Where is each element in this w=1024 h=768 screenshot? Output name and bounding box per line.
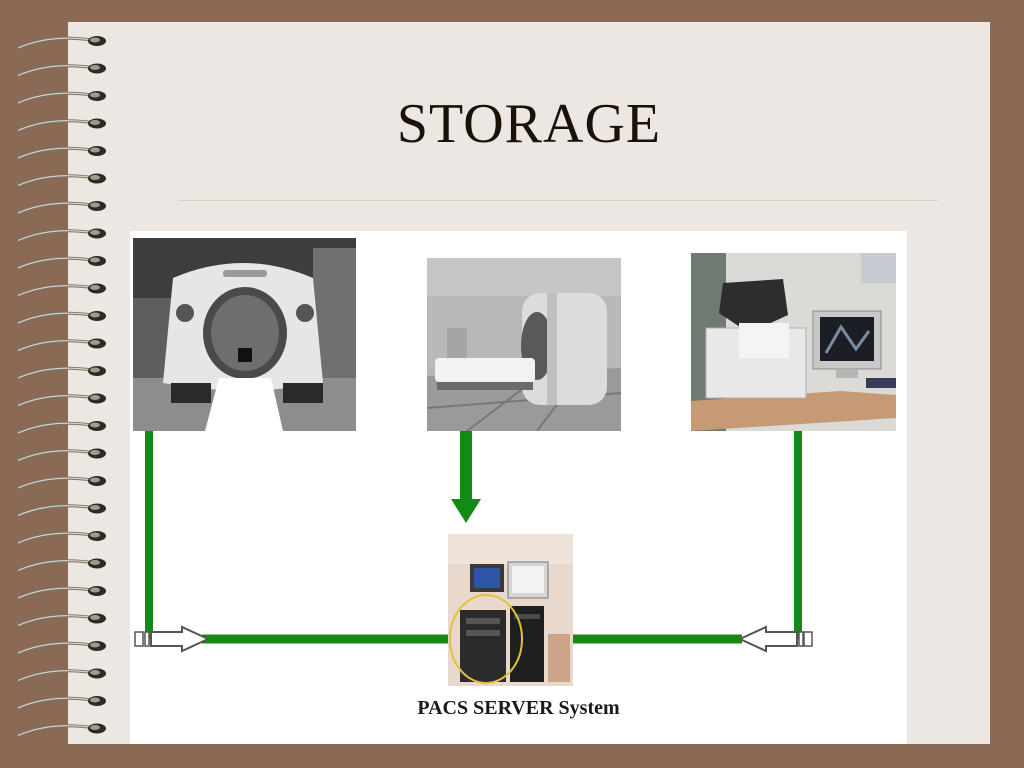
binding-ring	[17, 311, 93, 325]
binding-ring	[17, 421, 93, 435]
binding-ring	[17, 339, 93, 352]
printer-workstation-photo	[691, 253, 896, 431]
binding-ring	[17, 366, 93, 380]
ct-scanner-photo	[133, 238, 356, 431]
binding-ring	[17, 119, 93, 132]
binding-ring	[17, 696, 93, 710]
spiral-binding	[17, 36, 106, 737]
pacs-caption: PACS SERVER System	[417, 697, 620, 719]
title-divider	[178, 200, 938, 201]
binding-ring	[17, 91, 93, 105]
binding-ring	[17, 284, 93, 297]
left-arrow-icon	[737, 625, 813, 653]
binding-ring	[17, 504, 93, 517]
binding-ring	[17, 449, 93, 462]
binding-ring	[17, 724, 93, 737]
mri-scanner-photo	[427, 258, 621, 431]
right-arrow-icon	[134, 625, 211, 653]
binding-ring	[17, 641, 93, 655]
binding-ring	[17, 174, 93, 187]
page-border-left	[0, 0, 68, 768]
binding-ring	[17, 256, 93, 270]
binding-ring	[17, 531, 93, 545]
binding-ring	[17, 614, 93, 627]
slide-title: STORAGE	[396, 93, 662, 155]
binding-ring	[17, 36, 93, 50]
binding-ring	[17, 476, 93, 490]
binding-ring	[17, 559, 93, 572]
binding-ring	[17, 229, 93, 242]
pacs-diagram: PACS SERVER System	[130, 231, 907, 744]
binding-ring	[17, 201, 93, 215]
connector-lines	[134, 431, 813, 653]
pacs-server-photo	[448, 534, 573, 686]
binding-ring	[17, 146, 93, 160]
binding-ring	[17, 64, 93, 77]
connector-mri-down	[460, 431, 472, 501]
binding-ring	[17, 586, 93, 600]
binding-ring	[17, 669, 93, 682]
down-arrow-icon	[451, 499, 481, 523]
binding-ring	[17, 394, 93, 407]
